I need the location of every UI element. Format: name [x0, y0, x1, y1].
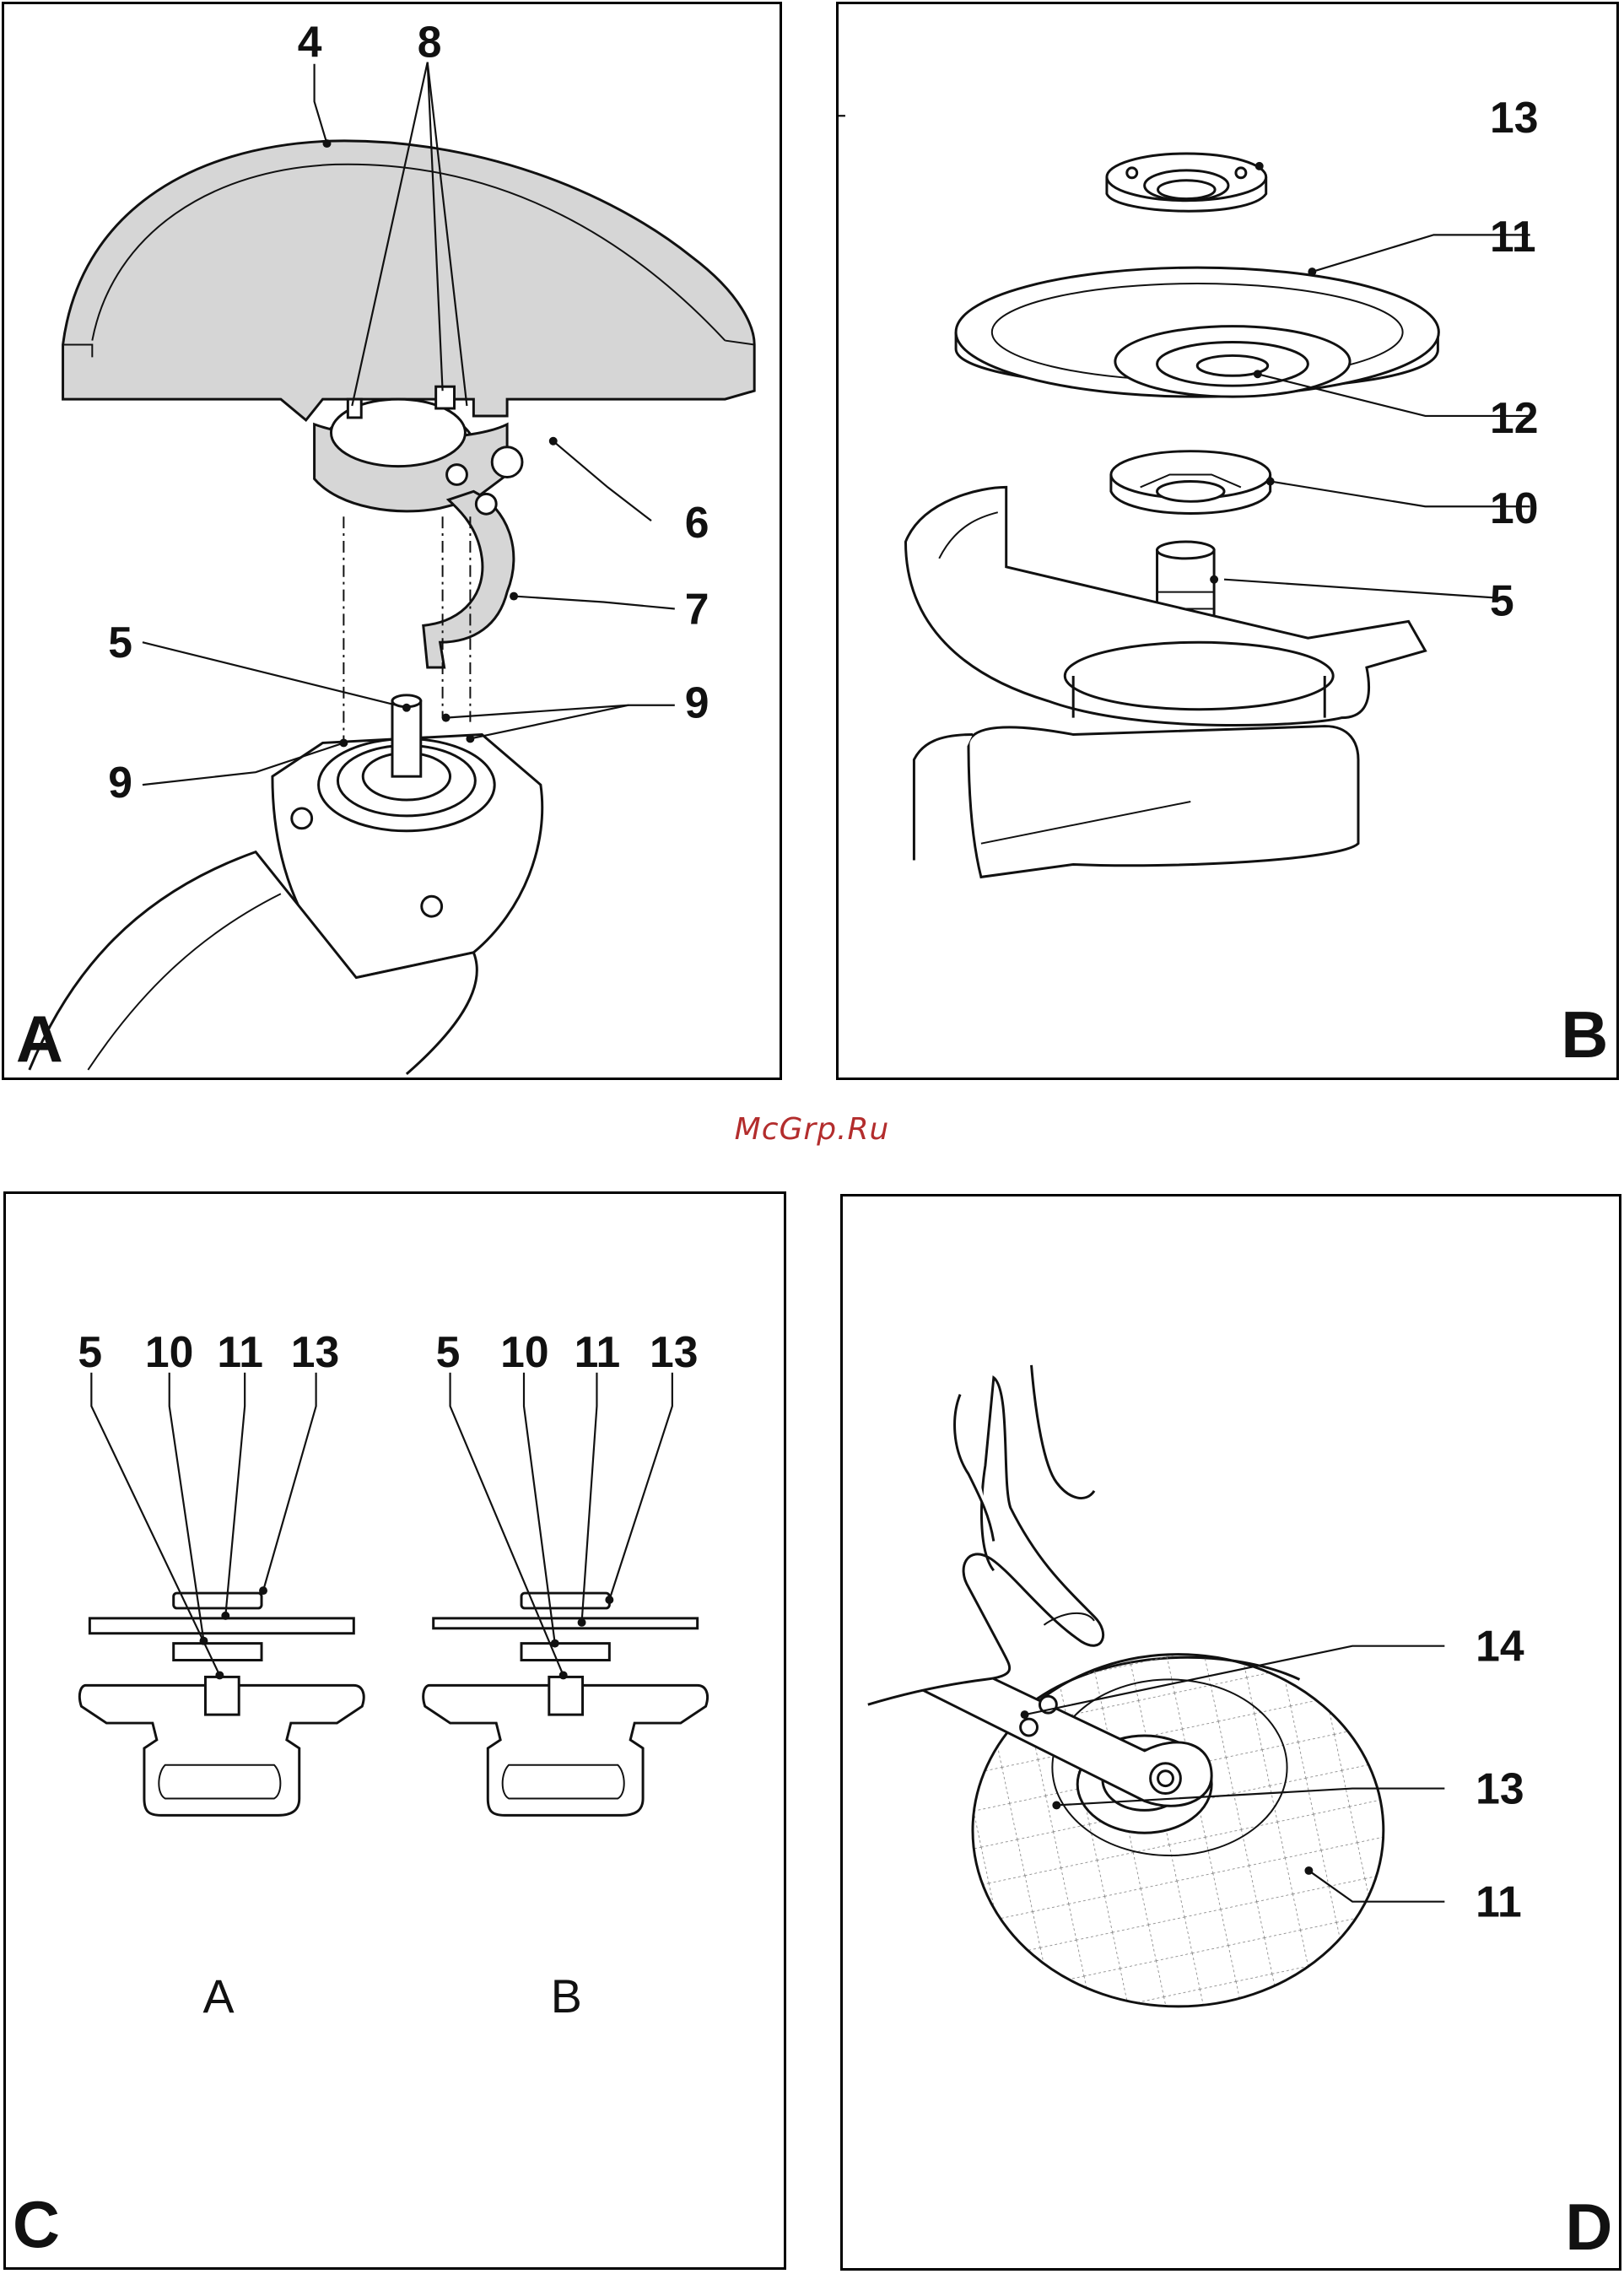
leader-5	[451, 1373, 564, 1676]
leader-dot	[605, 1596, 613, 1604]
leader-dot	[1052, 1801, 1060, 1809]
label-5: 5	[436, 1327, 461, 1376]
leader-dot	[221, 1612, 229, 1620]
leader-dot	[1255, 162, 1264, 170]
grinding-wheel	[956, 267, 1438, 397]
sub-label-b: B	[551, 1970, 582, 2023]
panel-letter-c: C	[13, 2189, 60, 2261]
leader-7	[514, 597, 675, 609]
leader-13	[839, 116, 845, 165]
watermark: McGrp.Ru	[0, 1112, 1624, 1147]
panel-letter-b: B	[1561, 999, 1608, 1072]
wheel-guard	[63, 141, 755, 420]
label-13: 13	[291, 1327, 339, 1376]
figure-panel-b: 13 11 12 10 5 B	[836, 2, 1619, 1080]
callout-14: 14	[1476, 1622, 1524, 1671]
callout-7: 7	[685, 584, 709, 633]
leader-dot	[466, 735, 474, 743]
leader-13	[263, 1373, 316, 1591]
flange-10	[174, 1644, 262, 1661]
label-11: 11	[575, 1327, 621, 1376]
leader-dot	[442, 714, 451, 722]
leader-dot	[1210, 575, 1218, 584]
callout-9-right: 9	[685, 678, 709, 727]
leader-dot	[339, 738, 348, 747]
callout-5: 5	[108, 618, 132, 667]
spindle-5	[549, 1677, 583, 1715]
wheel-orientation-drawing: 5 10 11 13 A 5 10 11 13 B	[6, 1194, 784, 2267]
panel-letter-d: D	[1565, 2191, 1612, 2264]
guard-assembly-drawing: 4 8 6 7 5 9 9 A	[4, 4, 780, 1078]
leader-5	[143, 642, 407, 707]
figure-panel-d: 14 13 11 D	[840, 1194, 1621, 2271]
backing-flange	[1111, 451, 1271, 514]
leader-dot	[200, 1637, 208, 1645]
assembly-b: 5 10 11 13 B	[424, 1327, 708, 2023]
hand	[868, 1365, 1103, 1704]
leader-dot	[402, 704, 411, 712]
leader-11	[225, 1373, 245, 1616]
leader-dot	[1254, 370, 1262, 378]
figure-panel-c: 5 10 11 13 A 5 10 11 13 B	[3, 1191, 786, 2270]
leader-dot	[1021, 1710, 1029, 1719]
callout-10: 10	[1490, 483, 1538, 532]
leader-9	[446, 705, 675, 718]
leader-dot	[1304, 1866, 1313, 1875]
label-10: 10	[500, 1327, 548, 1376]
clamping-nut	[1107, 154, 1266, 211]
callout-11: 11	[1476, 1877, 1522, 1926]
callout-9-left: 9	[108, 758, 132, 807]
flange-10	[521, 1644, 609, 1661]
callout-11: 11	[1490, 212, 1536, 261]
wrench-tightening-drawing: 14 13 11 D	[843, 1196, 1619, 2268]
leader-4	[315, 64, 327, 143]
sub-label-a: A	[202, 1970, 234, 2023]
leader-dot	[551, 1639, 559, 1648]
callout-5: 5	[1490, 575, 1514, 624]
wheel-11	[89, 1618, 353, 1634]
leader-dot	[1308, 267, 1316, 276]
figure-panel-a: 4 8 6 7 5 9 9 A	[2, 2, 782, 1080]
leader-dot	[323, 139, 332, 148]
leader-dot	[549, 437, 558, 446]
leader-13	[609, 1373, 672, 1600]
leader-6	[553, 441, 651, 521]
label-10: 10	[145, 1327, 193, 1376]
leader-dot	[215, 1671, 224, 1679]
assembly-a: 5 10 11 13 A	[78, 1327, 364, 2023]
wheel-mounting-drawing: 13 11 12 10 5 B	[839, 4, 1616, 1078]
callout-12: 12	[1490, 393, 1538, 442]
leader-dot	[559, 1671, 568, 1679]
wheel-11	[434, 1618, 698, 1629]
callout-8: 8	[418, 18, 442, 67]
callout-4: 4	[298, 18, 322, 67]
label-13: 13	[650, 1327, 698, 1376]
label-11: 11	[217, 1327, 263, 1376]
leader-5	[1224, 580, 1509, 599]
leader-dot	[510, 592, 518, 601]
spindle-5	[205, 1677, 239, 1715]
callout-13: 13	[1476, 1764, 1524, 1812]
panel-letter-a: A	[16, 1003, 63, 1076]
leader-dot	[578, 1618, 586, 1627]
callout-6: 6	[685, 498, 709, 547]
callout-13: 13	[1490, 93, 1538, 142]
label-5: 5	[78, 1327, 102, 1376]
leader-11	[582, 1373, 597, 1623]
leader-dot	[1266, 477, 1275, 485]
leader-dot	[259, 1586, 267, 1595]
